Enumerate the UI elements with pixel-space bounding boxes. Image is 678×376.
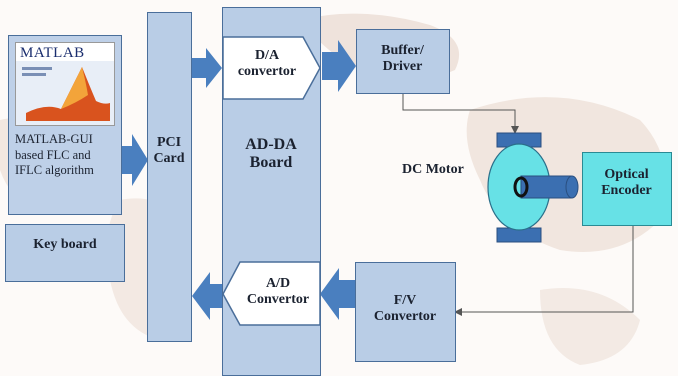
buffer-driver-label: Buffer/ Driver [357,43,448,75]
optical-encoder-label: Optical Encoder [583,167,670,199]
connector-buffer-to-motor [402,94,516,130]
connector-encoder-to-fv [458,226,634,313]
arrow-ad-to-pci [192,272,222,320]
arrow-da-to-buffer [322,40,356,92]
adda-board-line1: AD-DA [245,136,297,153]
arrow-matlab-to-pci [122,134,148,186]
ad-converter-line1: A/D [265,276,291,291]
ad-converter-shape [222,261,321,326]
da-converter-line2: convertor [237,64,297,80]
ad-converter-line2: Convertor [246,292,310,308]
matlab-gui-block: MATLAB MATLAB-GUI based FLC and IFLC alg… [8,35,122,215]
matlab-caption-line3: IFLC algorithm [15,163,94,178]
matlab-logo-text: MATLAB [20,45,85,61]
matlab-logo: MATLAB [15,42,115,126]
buffer-driver-line2: Driver [382,59,423,75]
buffer-driver-block: Buffer/ Driver [356,29,450,94]
keyboard-label: Key board [33,237,97,252]
keyboard-block: Key board [5,224,125,282]
pci-card-block: PCI Card [147,12,192,342]
da-converter-line1: D/A [254,48,280,63]
fv-converter-block: F/V Convertor [355,262,456,362]
motor-hub [513,176,529,198]
fv-converter-line1: F/V [393,293,417,308]
pci-card-line2: Card [153,151,185,167]
ad-converter-label: A/D Convertor [236,276,320,308]
da-converter-label: D/A convertor [225,48,309,80]
fv-converter-label: F/V Convertor [356,293,454,325]
dc-motor-label: DC Motor [402,162,464,177]
matlab-caption-line1: MATLAB-GUI [15,132,93,146]
optical-encoder-line2: Encoder [601,183,652,199]
fv-converter-line2: Convertor [373,309,437,325]
pci-card-label: PCI Card [148,135,190,167]
buffer-driver-line1: Buffer/ [381,43,424,58]
adda-board-label: AD-DA Board [223,136,319,173]
matlab-caption-line2: based FLC and [15,147,91,162]
adda-board-line2: Board [249,154,293,172]
optical-encoder-block: Optical Encoder [582,152,672,226]
da-converter-shape [222,36,321,100]
optical-encoder-line1: Optical [604,167,649,182]
matlab-membrane-icon [16,61,114,125]
arrow-fv-to-ad [320,268,355,320]
pci-card-line1: PCI [156,135,182,150]
matlab-caption: MATLAB-GUI based FLC and IFLC algorithm [15,132,119,179]
arrow-pci-to-da [192,48,222,88]
